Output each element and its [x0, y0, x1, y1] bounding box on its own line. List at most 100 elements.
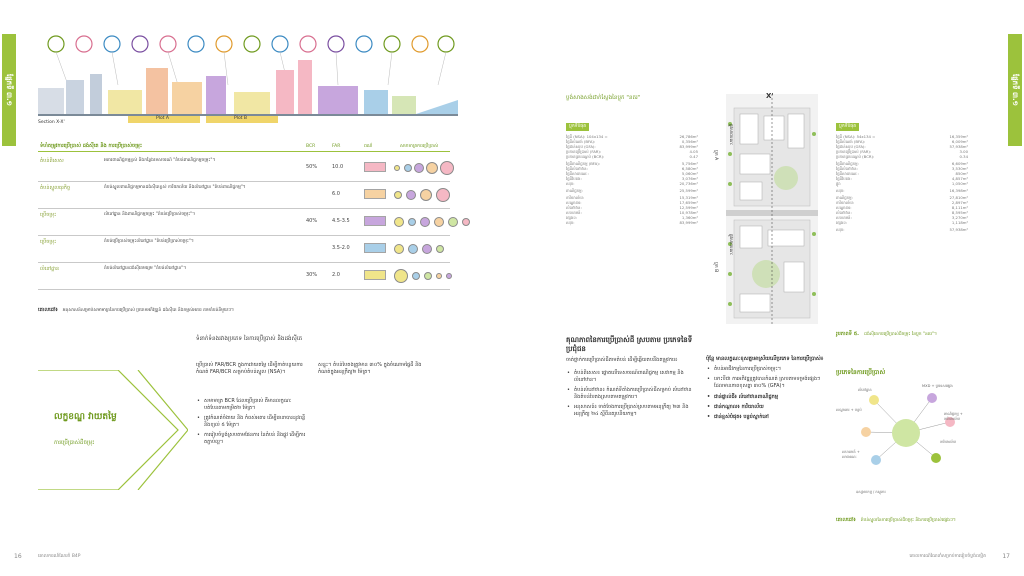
info-line: លំនៅឋាន:12,599m² — [566, 205, 698, 210]
info-value: 57,938m² — [949, 227, 968, 232]
info-value: 10,978m² — [679, 210, 698, 215]
info-value: 20,736m² — [679, 181, 698, 186]
table-row: ប្រើចម្រុះ លំនៅដ្ឋាន និងពាណិជ្ជកម្មចម្រុះ… — [38, 210, 470, 236]
info-value: 83,999m² — [679, 220, 698, 225]
table-row: តំបន់ស្នូលធុរកិច្ច តំបន់ស្នូលពាណិជ្ជកម្មម… — [38, 183, 450, 209]
river-icon — [411, 35, 429, 53]
page-number-right: 17 — [1002, 553, 1010, 560]
right-note: គោលដៅ៖ តំបន់ស្នូលនៃការប្រើប្រាស់ដីចម្រុះ… — [836, 506, 966, 525]
mix-dot — [394, 217, 404, 227]
row-zone-name: ប្រើចម្រុះ — [40, 212, 57, 218]
mix-dot — [414, 163, 424, 173]
info-line: ផ្ទៃដីបៃតង:4,857m² — [836, 176, 968, 181]
criteria-para1: ប្រើប្រាស់ FAR/BCR ក្នុងការវាយតម្លៃ ដើម្… — [196, 362, 303, 375]
mix-dot — [436, 188, 450, 202]
info-line: ការិយាល័យ:15,319m² — [566, 195, 698, 200]
info-value: 25,599m² — [679, 188, 698, 193]
info-line: ផ្ទៃដី (NSA): 54x134 = 16,359m² — [836, 134, 968, 139]
table-note-text: អនុសាសន៍សម្រាប់សមាមាត្រនៃការប្រើប្រាស់ ប… — [62, 308, 234, 313]
table-note-label: គោលដៅ៖ — [38, 307, 58, 313]
info-line: ផ្ទៃជាន់សរុប (GFA):57,938m² — [836, 144, 968, 149]
node-commercial: ពាណិជ្ជកម្ម + ការិយាល័យ — [944, 412, 963, 421]
info-line: សរុប:83,999m² — [566, 220, 698, 225]
info-line: ពាណិជ្ជកម្ម: 27,810m² — [836, 195, 968, 200]
info-line: ការិយាល័យ:2,897m² — [836, 200, 968, 205]
street-label-bottom: ផ្លូវសាធារណៈ — [729, 234, 734, 256]
bullet-item: ជាន់ខ្ពស់បំផុត៖ បន្ទប់ស្នាក់នៅ — [707, 414, 830, 421]
info-line: លំនៅឋាន:8,595m² — [836, 210, 968, 215]
info-value: 850m² — [955, 171, 968, 176]
mix-dot — [420, 189, 432, 201]
shop-icon — [75, 35, 93, 53]
info-key: ផ្ទៃជាន់សរុប (GFA): — [566, 144, 596, 149]
info-key: ពាណិជ្ជកម្ម: — [836, 195, 853, 200]
node-office: ការិយាល័យ — [940, 440, 956, 444]
info-key: ផ្ទៃដីលំនៅឋាន: — [836, 166, 858, 171]
plot-b-info-title: ប្លុកទីបំផុត — [836, 123, 860, 131]
info-line: ផ្ទៃដីសាធារណៈ:5,060m² — [566, 171, 698, 176]
row-mix-dots — [394, 239, 482, 261]
figure-caption-text: ដង់ស៊ីតេការប្រើប្រាស់ដីចម្រុះ នៃប្លុក "ន… — [864, 332, 937, 337]
row-bcr: 40% — [306, 218, 318, 224]
info-key: ផ្ទៃដីសាធារណៈ: — [836, 171, 859, 176]
chapter-tab-left: ផ្នែកទី ៣.១ — [2, 34, 16, 146]
info-line: ផ្ទៃដីសំណង់ (BFA):0,356m² — [566, 139, 698, 144]
bike-icon — [131, 35, 149, 53]
mix-dot — [394, 165, 400, 171]
mix-dot — [394, 269, 408, 283]
info-line: សរុប:57,938m² — [836, 227, 968, 232]
quality-bullets: តំបន់ពិសេស៖ ផ្តោតលើទេសចរណ៍ពាណិជ្ជកម្ម សេ… — [566, 370, 694, 418]
hotel-icon — [327, 35, 345, 53]
footer-right-text: គោលការណ៍ណែនាំសម្រាប់ការរៀបចំប្លង់លម្អិត — [909, 554, 986, 559]
info-value: 17,659m² — [679, 200, 698, 205]
mix-dot — [394, 244, 404, 254]
info-value: 3,270m² — [951, 215, 968, 220]
section-illustration: Section X-X' Plot A Plot B — [38, 30, 458, 130]
info-value: 0,356m² — [681, 139, 698, 144]
info-key: សហគមន៍: — [566, 210, 582, 215]
office-icon — [271, 35, 289, 53]
info-key: សណ្ឋាគារ: — [836, 205, 852, 210]
info-key: ផ្ទៃដី (NSA): 104x134 = — [566, 134, 608, 139]
row-color-swatch — [364, 243, 386, 253]
page-number-left: 16 — [14, 553, 22, 560]
mix-dot — [462, 218, 470, 226]
bullet-item: តំបន់លំនៅឋាន៖ កំណត់ទីតាំងការប្រើប្រាស់ដី… — [567, 387, 694, 401]
row-description: លំនៅដ្ឋាន និងពាណិជ្ជកម្មចម្រុះ "តំបន់ប្រ… — [104, 212, 196, 217]
plot-a-plan-label: ប្លុក A — [713, 150, 718, 161]
info-key: ផ្ទៃជាន់សរុប (GFA): — [836, 144, 866, 149]
figure-caption: រូបភាពទី ៥. ដង់ស៊ីតេការប្រើប្រាស់ដីចម្រុ… — [836, 320, 966, 339]
info-value: 27,810m² — [949, 195, 968, 200]
row-mix-dots — [394, 266, 482, 288]
mix-dot — [412, 272, 420, 280]
info-line: ផ្ទៃដីពាណិជ្ជកម្ម (BFA):5,756m² — [566, 161, 698, 166]
row-description: តំបន់ស្នូលពាណិជ្ជកម្មមានដង់ស៊ីតេខ្ពស់ កា… — [104, 185, 246, 190]
plan-header: ប្លង់សាងសង់ជាក់ស្តែងនៃប្លុក "នគរ" — [566, 95, 641, 101]
plot-a-info-title: ប្លុកទីបំផុត — [566, 123, 590, 131]
footer-left-text: គោលការណ៍ណែនាំ B4P — [38, 554, 81, 559]
info-key: ប្រភាគប្រើប្រាស់ (FAR): — [566, 149, 602, 154]
row-color-swatch — [364, 162, 386, 172]
info-value: 4,857m² — [951, 176, 968, 181]
mix-dot — [408, 218, 416, 226]
section-label: Section X-X' — [38, 120, 65, 125]
info-key: ប្រភាគគ្របដណ្តប់ (BCR): — [566, 154, 605, 159]
info-value: 26,786m² — [679, 134, 698, 139]
info-value: 3,076m² — [681, 176, 698, 181]
plot-a-label: Plot A — [156, 116, 169, 121]
info-value: 3,530m² — [951, 166, 968, 171]
info-value: 16,398m² — [949, 188, 968, 193]
bullet-item: ការរៀបចំប្លង់ស្របតាមផែនការ នៃតំបន់ និងផ្… — [197, 432, 306, 446]
info-value: 16,359m² — [949, 134, 968, 139]
info-line: ផ្ទៃដី (NSA): 104x134 = 26,786m² — [566, 134, 698, 139]
info-value: 6,580m² — [681, 166, 698, 171]
info-line: ផ្ទៃដីសំណង់ (BFA):6,009m² — [836, 139, 968, 144]
info-key: ផ្លូវ: — [836, 181, 841, 186]
table-title: ទំហំតម្រូវការប្រើប្រាស់ ដង់ស៊ីតេ និង ការ… — [40, 143, 143, 149]
criteria-para2: សន្ទុះ។ តំបន់បៃតងត្រូវមាន ៣០% ក្នុងចំណោម… — [318, 362, 422, 375]
info-key: ផ្ទៃដី (NSA): 54x134 = — [836, 134, 876, 139]
chapter-tab-right: ផ្នែកទី ៣.១ — [1008, 34, 1022, 146]
row-zone-name: តំបន់ស្នូលធុរកិច្ច — [40, 185, 71, 191]
info-line: ផ្ទៃដីពាណិជ្ជកម្ម:6,609m² — [836, 161, 968, 166]
info-value: 1,118m² — [951, 220, 968, 225]
